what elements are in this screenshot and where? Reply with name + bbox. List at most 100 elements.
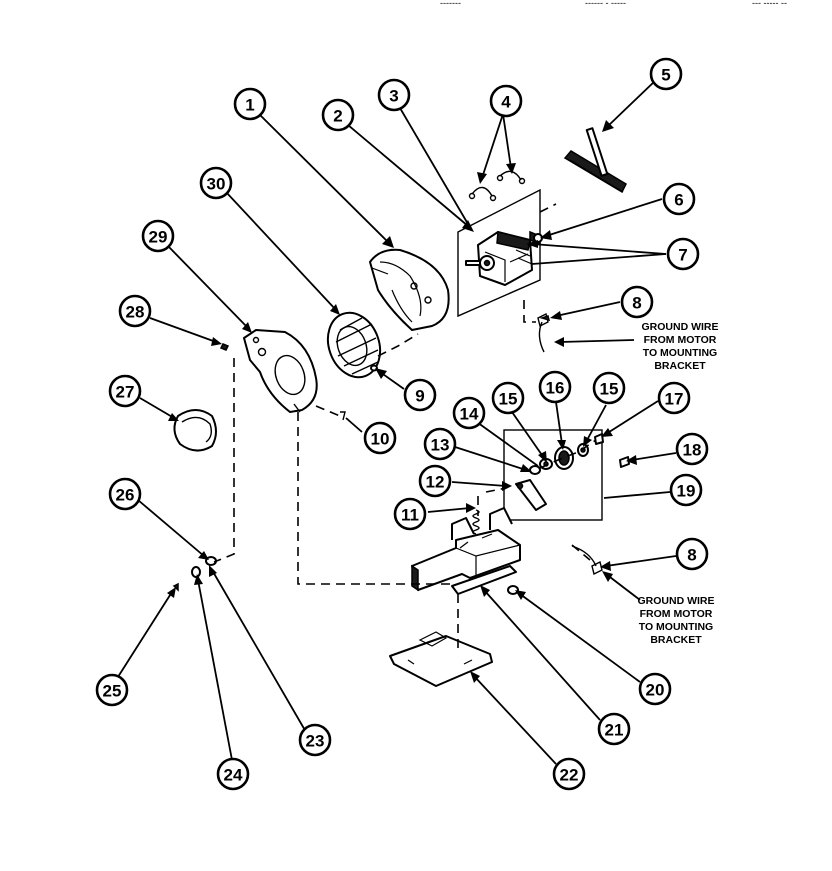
assembly-lines (213, 203, 597, 648)
blower-cover (243, 329, 318, 413)
svg-text:15: 15 (600, 380, 619, 399)
washer-20 (507, 585, 519, 595)
callout-27: 27 (108, 374, 142, 408)
svg-text:24: 24 (224, 766, 243, 785)
screw-9 (370, 364, 378, 372)
callout-11: 11 (393, 497, 427, 531)
callout-6: 6 (662, 182, 696, 216)
ground-wire-note-top: GROUND WIRE FROM MOTOR TO MOUNTING BRACK… (642, 321, 719, 372)
callout-1: 1 (233, 87, 267, 121)
note-bottom-line-2: FROM MOTOR (640, 608, 713, 620)
blower-housing (369, 248, 450, 331)
callout-8b: 8 (675, 537, 709, 571)
svg-text:1: 1 (245, 96, 254, 115)
motor-clamps (468, 170, 526, 202)
motor-mount-base (411, 507, 521, 595)
callout-12: 12 (418, 464, 452, 498)
svg-text:17: 17 (665, 390, 684, 409)
callout-8a: 8 (620, 285, 654, 319)
callout-18: 18 (675, 432, 709, 466)
note-bottom-line-3: TO MOUNTING (639, 621, 713, 633)
header-fragment-2: ------ - ----- (585, 0, 626, 8)
base-pan (389, 631, 493, 687)
drive-belt (563, 127, 627, 194)
callout-22: 22 (552, 757, 586, 791)
svg-text:30: 30 (207, 175, 226, 194)
header-fragment-1: ------- (440, 0, 461, 8)
callout-13: 13 (423, 427, 457, 461)
ground-wire-bottom (571, 545, 603, 576)
svg-text:18: 18 (683, 441, 702, 460)
svg-text:25: 25 (103, 682, 122, 701)
callout-16: 16 (538, 370, 572, 404)
svg-text:28: 28 (126, 303, 145, 322)
idler-box (503, 429, 603, 521)
ground-wire-note-bottom: GROUND WIRE FROM MOTOR TO MOUNTING BRACK… (638, 595, 715, 646)
svg-text:9: 9 (415, 387, 424, 406)
callout-5: 5 (649, 57, 683, 91)
svg-text:8: 8 (687, 546, 696, 565)
svg-text:11: 11 (401, 506, 419, 525)
callout-14: 14 (452, 396, 486, 430)
svg-text:29: 29 (149, 228, 168, 247)
callout-26: 26 (108, 477, 142, 511)
note-bottom-line-1: GROUND WIRE (638, 595, 715, 607)
callout-20: 20 (638, 672, 672, 706)
callout-9: 9 (403, 378, 437, 412)
svg-text:8: 8 (632, 294, 641, 313)
callout-23: 23 (298, 723, 332, 757)
callout-3: 3 (377, 78, 411, 112)
callout-10: 10 (363, 421, 397, 455)
note-top-line-1: GROUND WIRE (642, 321, 719, 333)
svg-text:10: 10 (371, 430, 390, 449)
svg-text:2: 2 (333, 107, 342, 126)
svg-text:6: 6 (674, 191, 683, 210)
motor-bracket (457, 188, 541, 318)
svg-text:23: 23 (306, 732, 325, 751)
callout-21: 21 (597, 712, 631, 746)
callout-4: 4 (489, 84, 523, 118)
leader-lines (115, 79, 677, 765)
callout-28: 28 (118, 294, 152, 328)
blower-wheel (326, 311, 382, 379)
callout-30: 30 (199, 166, 233, 200)
ground-wire-top (537, 312, 551, 353)
svg-text:26: 26 (116, 486, 135, 505)
svg-text:22: 22 (560, 766, 579, 785)
header-fragment-3: --- ----- -- (752, 0, 787, 8)
callout-15a: 15 (491, 381, 525, 415)
svg-text:15: 15 (499, 390, 518, 409)
svg-text:21: 21 (605, 721, 624, 740)
svg-text:12: 12 (426, 473, 445, 492)
callout-17: 17 (657, 381, 691, 415)
svg-text:5: 5 (661, 66, 670, 85)
callout-2: 2 (321, 98, 355, 132)
idler-components (515, 433, 630, 511)
svg-text:4: 4 (501, 93, 511, 112)
note-bottom-line-4: BRACKET (650, 634, 702, 646)
callout-19: 19 (669, 473, 703, 507)
clip-10 (340, 411, 346, 421)
svg-text:13: 13 (431, 436, 450, 455)
callout-15b: 15 (592, 371, 626, 405)
svg-text:27: 27 (116, 383, 135, 402)
note-top-line-2: FROM MOTOR (644, 334, 717, 346)
fitting-24 (191, 566, 201, 578)
callout-25: 25 (95, 673, 129, 707)
svg-text:3: 3 (389, 87, 398, 106)
svg-text:14: 14 (460, 405, 479, 424)
svg-text:16: 16 (546, 379, 565, 398)
spring-11 (472, 509, 480, 535)
note-top-line-3: TO MOUNTING (643, 347, 717, 359)
note-top-line-4: BRACKET (654, 360, 706, 372)
svg-text:19: 19 (677, 482, 696, 501)
svg-text:20: 20 (646, 681, 665, 700)
callout-29: 29 (141, 219, 175, 253)
motor (465, 230, 543, 286)
ring-27 (173, 409, 217, 452)
svg-text:7: 7 (678, 246, 687, 265)
callout-24: 24 (216, 757, 250, 791)
screw-28 (219, 343, 230, 351)
callout-7: 7 (666, 237, 700, 271)
